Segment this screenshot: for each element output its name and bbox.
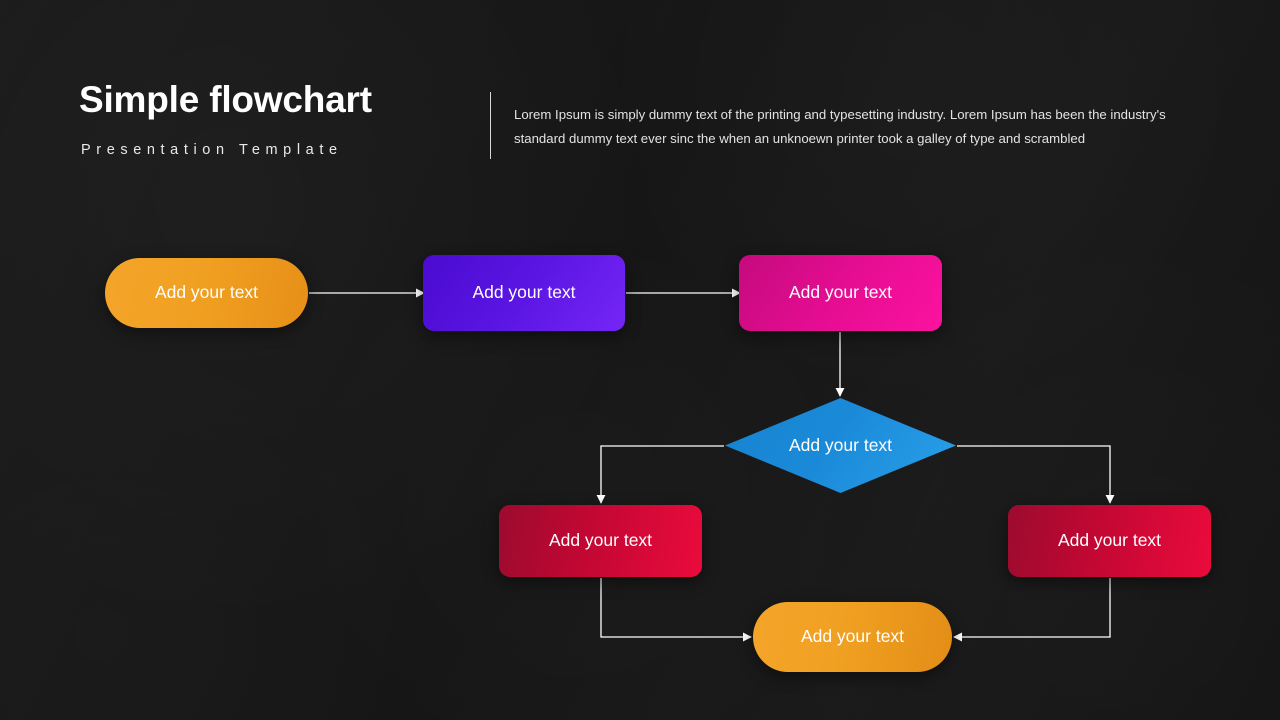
edge-branch-right-to-end bbox=[953, 578, 1111, 642]
flow-node-process2-label: Add your text bbox=[788, 282, 893, 303]
flow-node-branch-left[interactable]: Add your text bbox=[499, 505, 702, 577]
edge-decision-to-branch-left bbox=[596, 445, 724, 504]
flow-node-branch-right-label: Add your text bbox=[1057, 530, 1162, 551]
flow-node-branch-right[interactable]: Add your text bbox=[1008, 505, 1211, 577]
edge-branch-left-to-end bbox=[600, 578, 752, 642]
header-divider bbox=[490, 92, 492, 159]
flow-node-end-label: Add your text bbox=[800, 626, 905, 647]
flow-node-end[interactable]: Add your text bbox=[753, 602, 952, 672]
flow-node-branch-left-label: Add your text bbox=[548, 530, 653, 551]
slide-header: Simple flowchart Presentation Template L… bbox=[0, 0, 1280, 190]
page-subtitle: Presentation Template bbox=[81, 142, 343, 158]
flow-node-process1-label: Add your text bbox=[472, 282, 576, 303]
edge-decision-to-branch-right bbox=[957, 445, 1115, 504]
intro-paragraph: Lorem Ipsum is simply dummy text of the … bbox=[514, 107, 1166, 146]
page-title: Simple flowchart bbox=[79, 79, 372, 120]
flow-node-process2[interactable]: Add your text bbox=[739, 255, 942, 331]
flow-node-decision-label: Add your text bbox=[788, 434, 893, 455]
flow-node-process1[interactable]: Add your text bbox=[423, 255, 625, 331]
flow-node-start-label: Add your text bbox=[154, 282, 259, 303]
flow-node-start[interactable]: Add your text bbox=[105, 258, 308, 328]
